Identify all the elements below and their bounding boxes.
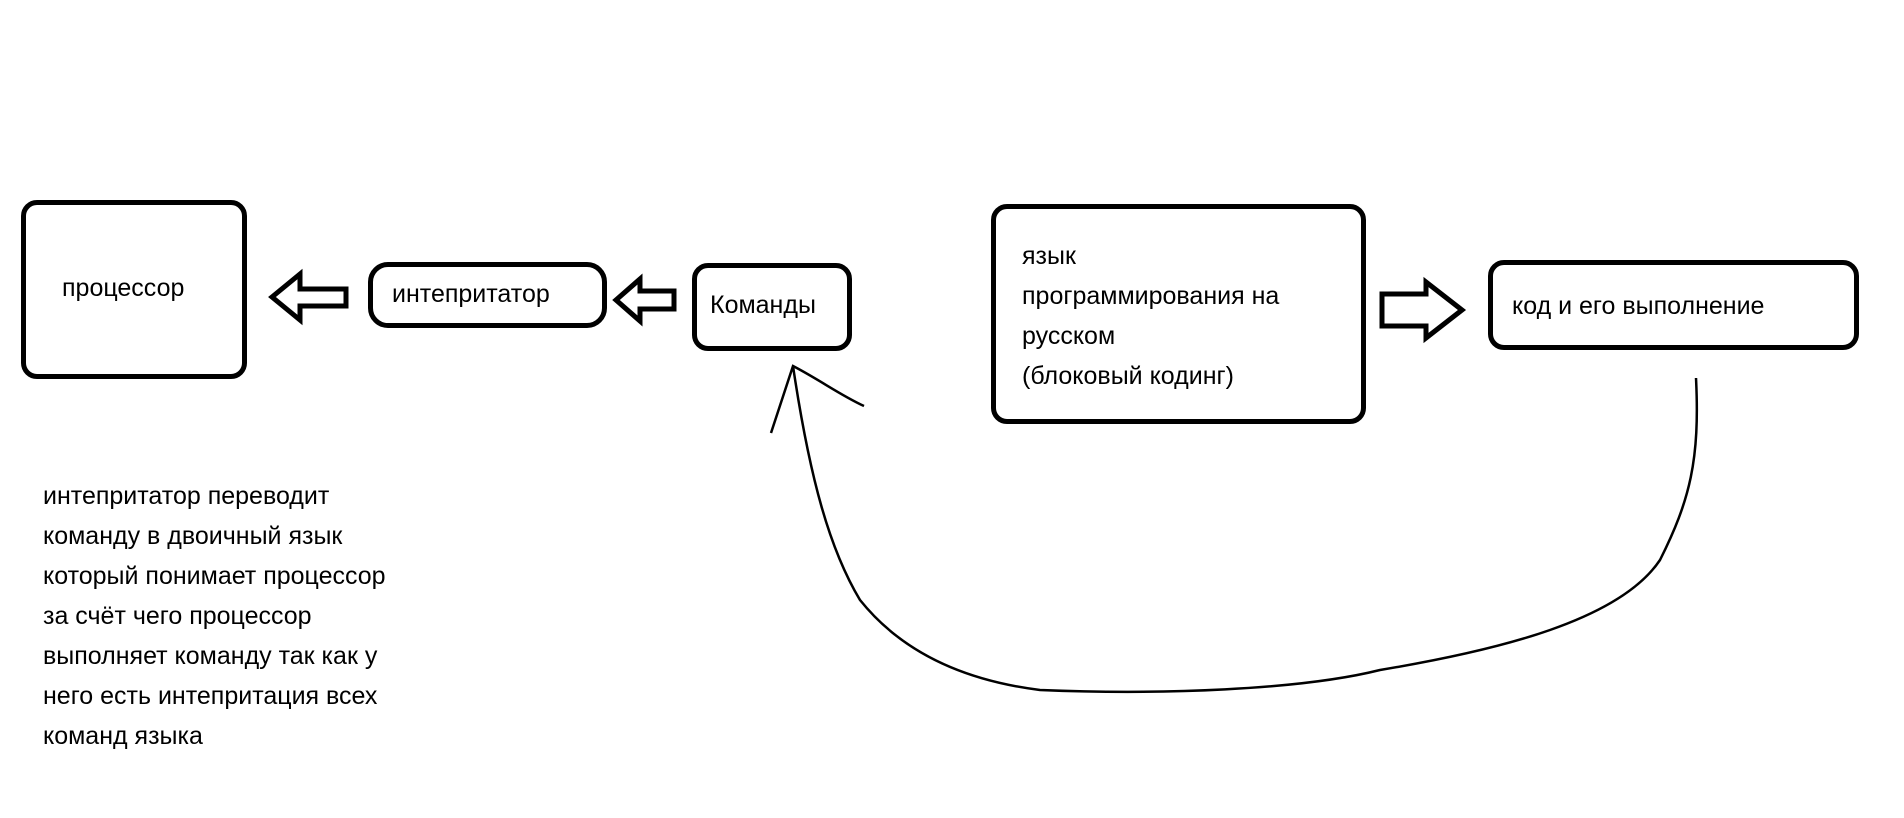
interpreter-label: интепритатор [392,280,550,308]
processor-box [21,200,247,379]
arrow-interpreter-to-processor [268,268,349,326]
language-label: язык программирования на русском (блоков… [1022,236,1279,396]
note-line: который понимает процессор [43,562,386,590]
language-box [991,204,1366,424]
note-line: команд языка [43,722,203,750]
language-line: программирования на [1022,282,1280,310]
commands-box [692,263,852,351]
commands-label: Команды [710,291,816,319]
processor-label: процессор [62,274,185,302]
note-line: команду в двоичный язык [43,522,343,550]
language-line: (блоковый кодинг) [1022,362,1234,390]
note-line: него есть интепритация всех [43,682,378,710]
note-line: за счёт чего процессор [43,602,312,630]
language-line: язык [1022,242,1076,270]
interpreter-box [368,262,607,328]
arrow-commands-to-interpreter [612,273,677,327]
note-line: интепритатор переводит [43,482,330,510]
language-line: русском [1022,322,1116,350]
note-line: выполняет команду так как у [43,642,378,670]
return-arrowhead [769,364,865,434]
code-label: код и его выполнение [1512,292,1765,320]
return-curve-arrow [791,365,1699,694]
arrow-language-to-code [1379,276,1467,344]
code-box [1488,260,1859,350]
explanation-note: интепритатор переводит команду в двоичны… [43,476,386,756]
